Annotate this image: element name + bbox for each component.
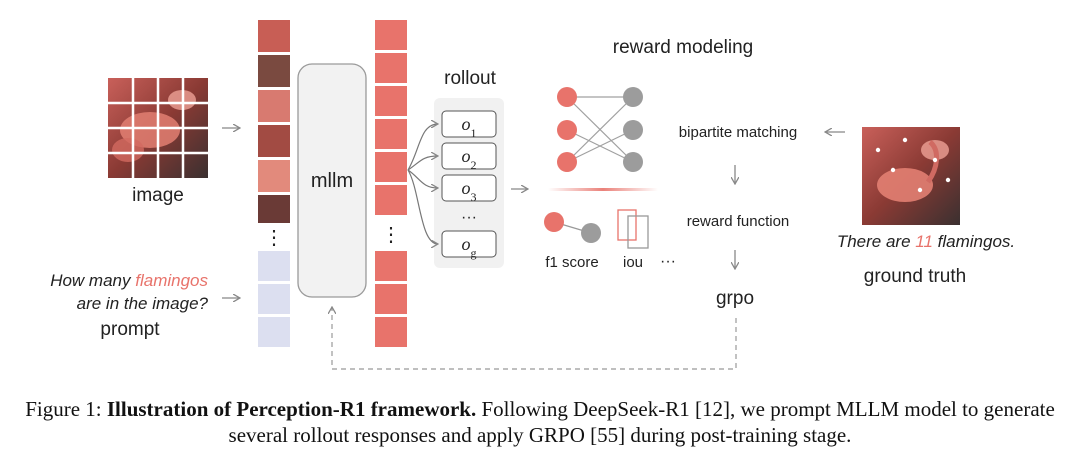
image-label: image <box>132 185 184 206</box>
iou-label: iou <box>623 254 643 271</box>
rollout-fan-arrows <box>407 124 438 244</box>
ground-truth-node <box>623 87 643 107</box>
reward-function-label: reward function <box>687 213 790 230</box>
prompt-line-1: How many flamingos <box>50 271 208 290</box>
caption-title: Illustration of Perception-R1 framework. <box>106 397 477 421</box>
ground-truth-label: ground truth <box>864 266 966 287</box>
framework-diagram: image How many flamingos are in the imag… <box>50 20 1015 370</box>
input-image-patched <box>108 78 208 178</box>
text-token-column <box>258 251 290 347</box>
caption-body: Following DeepSeek-R1 [12], we prompt ML… <box>228 397 1055 447</box>
f1-score-label: f1 score <box>545 254 598 271</box>
separator-line <box>548 188 658 191</box>
rollout-item-2: o2 <box>441 142 497 172</box>
output-tokens-vdots: ⋮ <box>381 224 401 246</box>
prediction-node <box>557 87 577 107</box>
ground-truth-image <box>862 127 960 225</box>
mllm-block <box>297 63 367 298</box>
rollout-item-3: o3 <box>441 174 497 204</box>
ground-truth-node <box>623 152 643 172</box>
rollout-title: rollout <box>444 68 496 89</box>
mllm-label: mllm <box>311 170 353 192</box>
prediction-node <box>557 152 577 172</box>
rollout-item-1: o1 <box>441 110 497 140</box>
grpo-label: grpo <box>716 288 754 309</box>
bipartite-graph <box>557 87 643 172</box>
svg-text:og: og <box>462 234 477 260</box>
rollout-ellipsis: ··· <box>461 209 477 226</box>
reward-modeling-title: reward modeling <box>613 37 753 58</box>
figure-caption: Figure 1: Illustration of Perception-R1 … <box>0 396 1080 448</box>
metric-ellipsis: ··· <box>660 253 676 270</box>
f1-score-icon <box>544 212 601 243</box>
caption-prefix: Figure 1: <box>25 397 107 421</box>
svg-text:o3: o3 <box>462 178 477 204</box>
prompt-line-2: are in the image? <box>77 294 209 313</box>
visual-tokens-vdots: ⋮ <box>264 227 284 249</box>
bipartite-matching-label: bipartite matching <box>679 124 797 141</box>
output-token-column <box>375 20 407 215</box>
ground-truth-node <box>623 120 643 140</box>
prompt-label: prompt <box>100 319 160 340</box>
grpo-feedback-arrow <box>332 307 737 370</box>
visual-token-column <box>258 20 290 223</box>
svg-text:o2: o2 <box>462 146 477 172</box>
output-token-column-bottom <box>375 251 407 347</box>
rollout-item-g: og <box>441 230 497 260</box>
prediction-node <box>557 120 577 140</box>
iou-icon <box>617 209 649 249</box>
svg-text:o1: o1 <box>462 114 477 140</box>
ground-truth-caption: There are 11 flamingos. <box>837 232 1015 251</box>
